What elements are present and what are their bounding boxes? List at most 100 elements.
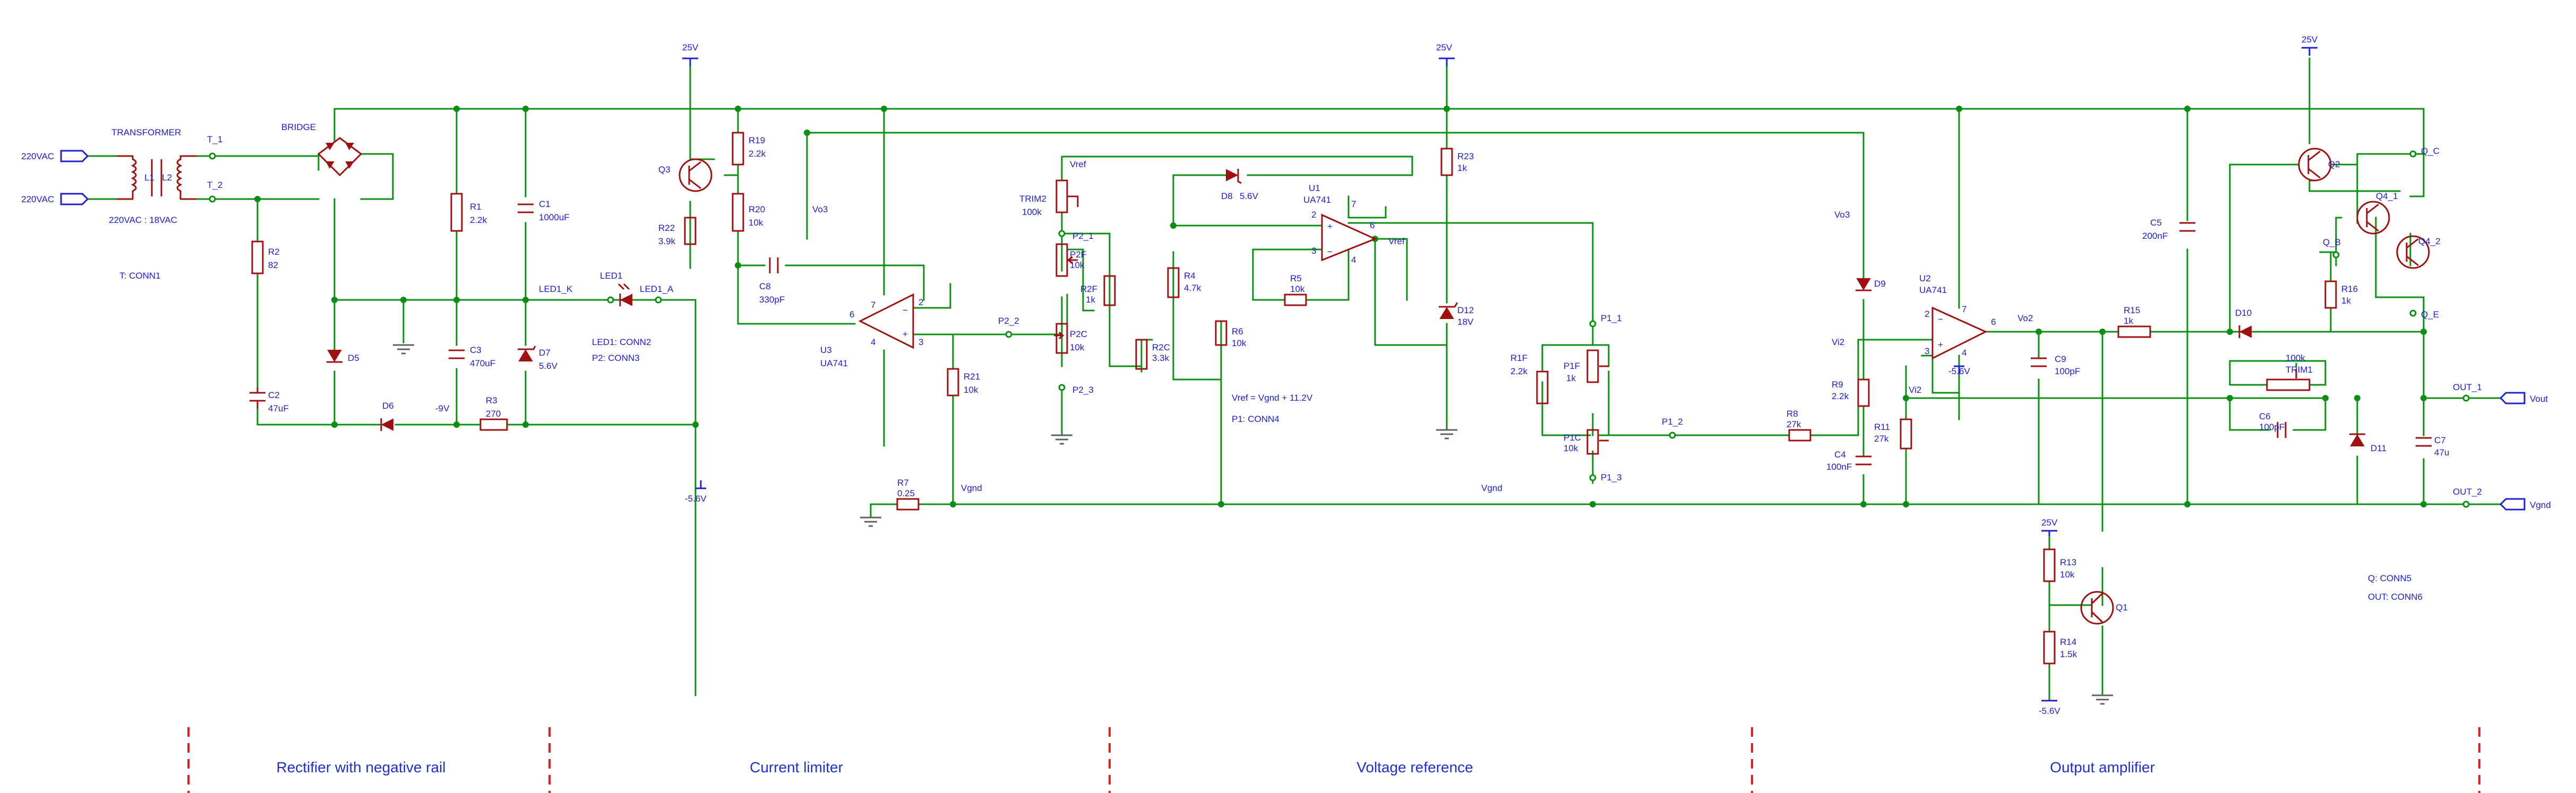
svg-text:R14: R14: [2060, 637, 2076, 647]
svg-text:1k: 1k: [2124, 316, 2133, 326]
pot-p1c: P1C 10k: [1564, 429, 1609, 455]
svg-text:U2: U2: [1919, 273, 1931, 283]
svg-text:R1: R1: [470, 202, 482, 212]
vgnd-label-1: Vgnd: [961, 483, 982, 493]
capacitor-c4: C4 100nF: [1826, 450, 1871, 472]
svg-text:R21: R21: [964, 372, 980, 382]
svg-text:4: 4: [1962, 348, 1967, 358]
ac-input-2-label: 220VAC: [21, 194, 54, 204]
svg-text:47uF: 47uF: [268, 403, 289, 413]
svg-text:-5.6V: -5.6V: [685, 494, 707, 504]
svg-text:C3: C3: [470, 345, 482, 355]
svg-text:C8: C8: [759, 281, 771, 291]
vi2-label-a: Vi2: [1832, 337, 1844, 347]
svg-text:100pF: 100pF: [2055, 366, 2080, 376]
pot-p1f: P1F 1k: [1564, 349, 1609, 383]
svg-text:UA741: UA741: [820, 358, 848, 368]
svg-text:R6: R6: [1232, 326, 1243, 337]
resistor-r11: R11 27k: [1874, 418, 1912, 450]
svg-text:0.25: 0.25: [897, 488, 915, 498]
svg-text:U1: U1: [1309, 183, 1320, 193]
q-e-label: Q_E: [2421, 309, 2439, 320]
svg-text:10k: 10k: [1070, 342, 1085, 352]
opamp-u3: −+ 76 42 3 U3 UA741: [820, 293, 923, 368]
svg-text:L1: L1: [144, 173, 154, 183]
power-25v-ref: 25V: [1436, 42, 1455, 66]
svg-text:R8: R8: [1787, 409, 1798, 419]
svg-text:−: −: [1327, 247, 1333, 257]
q-conn: Q: CONN5: [2368, 573, 2411, 583]
svg-text:3.3k: 3.3k: [1152, 353, 1170, 363]
neg9-label: -9V: [435, 403, 450, 413]
svg-text:UA741: UA741: [1303, 195, 1331, 205]
svg-text:330pF: 330pF: [759, 295, 785, 305]
svg-text:25V: 25V: [682, 42, 699, 53]
svg-text:7: 7: [871, 300, 875, 310]
svg-text:2: 2: [1925, 309, 1929, 319]
svg-text:R16: R16: [2341, 284, 2358, 294]
svg-text:10k: 10k: [1232, 338, 1247, 348]
svg-text:100nF: 100nF: [1826, 462, 1852, 472]
svg-text:LED1: LED1: [600, 271, 623, 281]
svg-text:5.6V: 5.6V: [1240, 191, 1259, 201]
pot-p2c: P2C 10k: [1054, 323, 1087, 354]
svg-text:Q4_1: Q4_1: [2376, 191, 2398, 201]
resistor-r8: R8 27k: [1787, 409, 1811, 442]
power-neg-u2: -5.6V: [1948, 365, 1970, 376]
svg-text:D8: D8: [1221, 191, 1233, 201]
vgnd-connector: Vgnd: [2499, 498, 2551, 511]
svg-text:R1F: R1F: [1510, 353, 1527, 363]
svg-text:6: 6: [1370, 220, 1375, 230]
resistor-r7: R7 0.25: [896, 478, 920, 511]
p1-2-label: P1_2: [1662, 417, 1683, 427]
section-dividers: [187, 727, 2480, 793]
vi2-label-b: Vi2: [1909, 385, 1921, 395]
transistor-q3: Q3: [658, 158, 712, 192]
svg-text:D5: D5: [348, 353, 359, 363]
svg-text:7: 7: [1351, 199, 1356, 209]
resistor-r14: R14 1.5k: [2043, 631, 2077, 665]
resistor-r1f: R1F 2.2k: [1510, 353, 1549, 404]
opamp-u2: −+ 23 74 6 U2 UA741: [1919, 273, 1996, 360]
svg-text:D10: D10: [2235, 308, 2252, 318]
svg-text:−: −: [1938, 314, 1943, 324]
section-rectifier: Rectifier with negative rail: [276, 759, 445, 775]
diode-d6: D6: [380, 401, 394, 431]
svg-text:+: +: [1938, 340, 1943, 350]
zener-d8: D8 5.6V: [1221, 169, 1259, 201]
svg-text:Q3: Q3: [658, 165, 671, 175]
svg-text:Q2: Q2: [2328, 159, 2340, 169]
svg-text:10k: 10k: [1070, 260, 1085, 270]
wires: [87, 57, 2502, 702]
svg-text:LED1_K: LED1_K: [539, 284, 573, 294]
vref-label-u1: Vref: [1388, 236, 1405, 246]
svg-text:−: −: [903, 305, 908, 315]
vref-equation: Vref = Vgnd + 11.2V: [1232, 393, 1313, 403]
svg-text:UA741: UA741: [1919, 285, 1947, 295]
capacitor-c8: C8 330pF: [759, 257, 785, 305]
diode-d5: D5: [327, 350, 359, 363]
capacitor-c1: C1 1000uF: [518, 199, 570, 222]
svg-text:3: 3: [1925, 346, 1929, 356]
svg-text:10k: 10k: [1564, 443, 1578, 453]
diode-d9: D9: [1856, 278, 1886, 291]
opamp-u1: +− 23 74 6 U1 UA741: [1303, 183, 1377, 265]
ground-symbol-p2: [1051, 434, 1072, 445]
svg-text:5.6V: 5.6V: [539, 361, 558, 371]
resistor-r19: R19 2.2k: [732, 132, 766, 166]
svg-text:LED1_A: LED1_A: [640, 284, 674, 294]
resistor-r6: R6 10k: [1215, 320, 1247, 348]
resistor-r4: R4 4.7k: [1167, 267, 1201, 298]
svg-text:6: 6: [1991, 317, 1996, 327]
vo2-label: Vo2: [2017, 313, 2033, 323]
transformer-label: TRANSFORMER: [111, 127, 181, 137]
q-b-label: Q_B: [2323, 237, 2341, 247]
svg-text:TRIM2: TRIM2: [1019, 194, 1046, 204]
transformer-rating: 220VAC : 18VAC: [109, 215, 177, 225]
svg-text:D12: D12: [1457, 305, 1474, 315]
svg-text:2.2k: 2.2k: [470, 215, 487, 225]
svg-text:4: 4: [871, 337, 875, 347]
p2-1-label: P2_1: [1072, 231, 1094, 241]
svg-text:3.9k: 3.9k: [658, 236, 676, 246]
svg-text:C4: C4: [1834, 450, 1846, 460]
